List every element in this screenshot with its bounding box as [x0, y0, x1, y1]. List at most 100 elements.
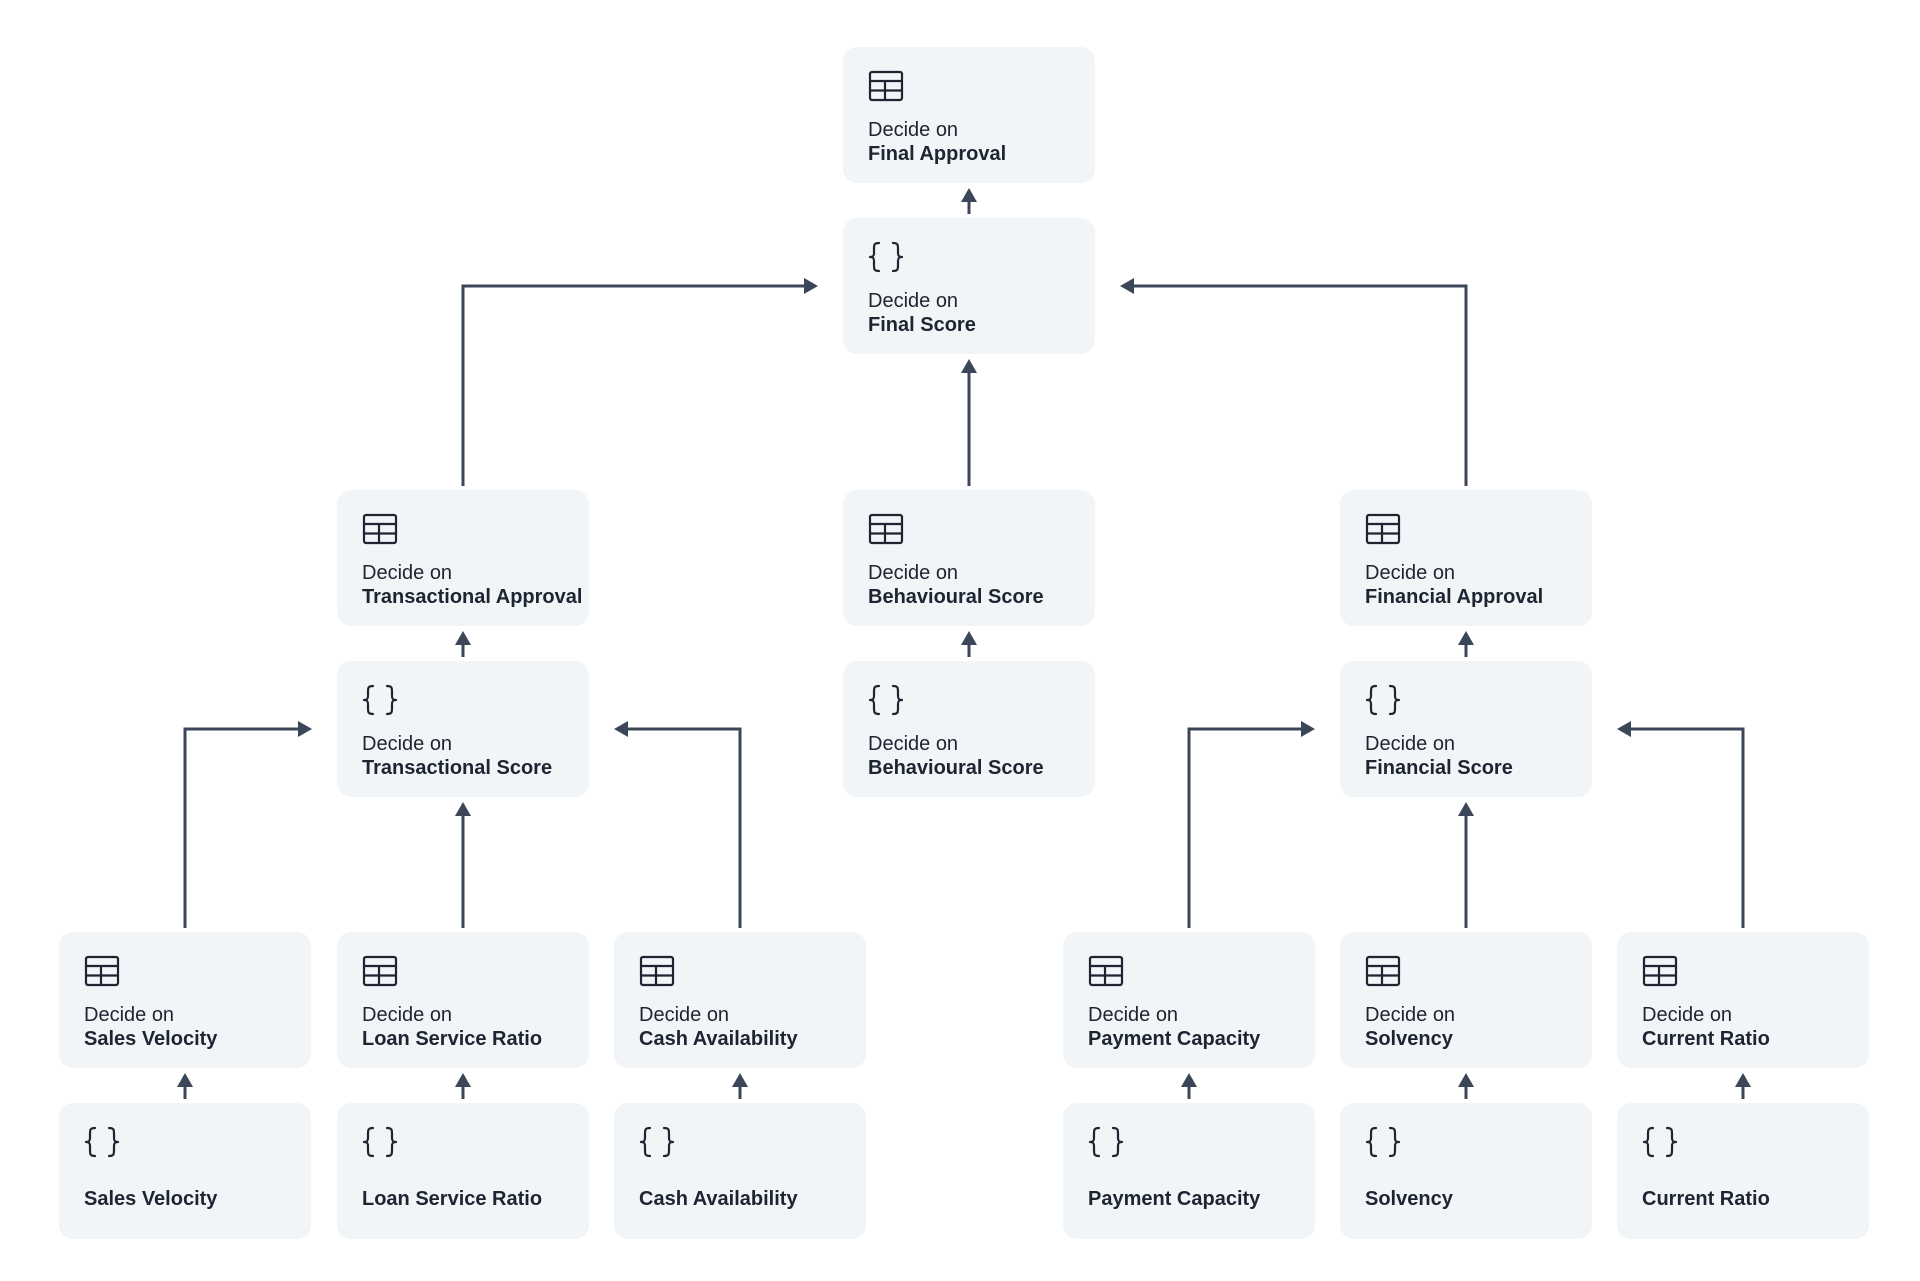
node-label: Current Ratio — [1642, 1028, 1770, 1050]
braces-icon — [868, 240, 904, 274]
braces-icon — [362, 1125, 398, 1159]
table-icon — [868, 69, 904, 103]
node-solvency[interactable]: Solvency — [1340, 1103, 1592, 1239]
edge-cash-availability-to-cash-availability-table-arrowhead — [732, 1073, 748, 1087]
edge-behavioural-score-table-to-final-score-arrowhead — [961, 359, 977, 373]
node-label: Loan Service Ratio — [362, 1028, 543, 1050]
table-icon — [1642, 954, 1678, 988]
node-cash-availability[interactable]: Cash Availability — [614, 1103, 866, 1239]
table-icon — [1365, 512, 1401, 546]
node-label: Behavioural Score — [868, 586, 1044, 608]
node-label: Current Ratio — [1642, 1188, 1770, 1210]
edge-final-score-to-final-approval-arrowhead — [961, 188, 977, 202]
edge-current-ratio-to-current-ratio-table-arrowhead — [1735, 1073, 1751, 1087]
table-icon — [362, 512, 398, 546]
braces-icon — [1088, 1125, 1124, 1159]
edge-current-ratio-table-to-financial-score — [1629, 727, 1745, 928]
edge-solvency-to-solvency-table-arrowhead — [1458, 1073, 1474, 1087]
edge-cash-availability-table-to-transactional-score-arrowhead — [614, 721, 628, 737]
node-prefix: Decide on — [868, 119, 959, 141]
table-icon — [84, 954, 120, 988]
table-icon — [1365, 954, 1401, 988]
table-icon — [1088, 954, 1124, 988]
table-icon — [639, 954, 675, 988]
braces-icon — [1642, 1125, 1678, 1159]
node-label: Transactional Approval — [362, 586, 583, 608]
node-label: Cash Availability — [639, 1188, 798, 1210]
node-prefix: Decide on — [1365, 562, 1456, 584]
edge-payment-capacity-table-to-financial-score-arrowhead — [1301, 721, 1315, 737]
node-label: Solvency — [1365, 1188, 1453, 1210]
edge-financial-approval-to-final-score-arrowhead — [1120, 278, 1134, 294]
node-prefix: Decide on — [362, 1004, 453, 1026]
edge-sales-velocity-to-sales-velocity-table-arrowhead — [177, 1073, 193, 1087]
edge-transactional-approval-to-final-score — [461, 284, 806, 486]
node-prefix: Decide on — [362, 733, 453, 755]
node-label: Cash Availability — [639, 1028, 798, 1050]
braces-icon — [868, 683, 904, 717]
node-prefix: Decide on — [1365, 733, 1456, 755]
node-loan-service-ratio[interactable]: Loan Service Ratio — [337, 1103, 589, 1239]
edge-cash-availability-table-to-transactional-score — [626, 727, 742, 928]
node-prefix: Decide on — [639, 1004, 730, 1026]
node-label: Financial Score — [1365, 757, 1513, 779]
node-label: Sales Velocity — [84, 1188, 218, 1210]
node-prefix: Decide on — [84, 1004, 175, 1026]
node-prefix: Decide on — [1365, 1004, 1456, 1026]
edge-payment-capacity-table-to-financial-score — [1187, 727, 1303, 928]
table-icon — [362, 954, 398, 988]
node-label: Final Approval — [868, 143, 1007, 165]
edge-sales-velocity-table-to-transactional-score-arrowhead — [298, 721, 312, 737]
node-sales-velocity[interactable]: Sales Velocity — [59, 1103, 311, 1239]
node-prefix: Decide on — [362, 562, 453, 584]
node-label: Loan Service Ratio — [362, 1188, 543, 1210]
node-label: Payment Capacity — [1088, 1188, 1261, 1210]
edge-financial-approval-to-final-score — [1132, 284, 1468, 486]
node-label: Final Score — [868, 314, 976, 336]
braces-icon — [1365, 683, 1401, 717]
edge-solvency-table-to-financial-score-arrowhead — [1458, 802, 1474, 816]
edge-behavioural-score-rule-to-behavioural-score-table-arrowhead — [961, 631, 977, 645]
node-label: Transactional Score — [362, 757, 553, 779]
edge-loan-service-ratio-to-loan-service-ratio-table-arrowhead — [455, 1073, 471, 1087]
node-prefix: Decide on — [868, 290, 959, 312]
table-icon — [868, 512, 904, 546]
node-label: Sales Velocity — [84, 1028, 218, 1050]
node-prefix: Decide on — [868, 562, 959, 584]
node-label: Solvency — [1365, 1028, 1453, 1050]
edge-transactional-score-to-transactional-approval-arrowhead — [455, 631, 471, 645]
node-prefix: Decide on — [1088, 1004, 1179, 1026]
node-prefix: Decide on — [868, 733, 959, 755]
node-label: Financial Approval — [1365, 586, 1544, 608]
edge-payment-capacity-to-payment-capacity-table-arrowhead — [1181, 1073, 1197, 1087]
node-payment-capacity[interactable]: Payment Capacity — [1063, 1103, 1315, 1239]
edge-transactional-approval-to-final-score-arrowhead — [804, 278, 818, 294]
node-label: Behavioural Score — [868, 757, 1044, 779]
node-prefix: Decide on — [1642, 1004, 1733, 1026]
edge-financial-score-to-financial-approval-arrowhead — [1458, 631, 1474, 645]
braces-icon — [1365, 1125, 1401, 1159]
edge-current-ratio-table-to-financial-score-arrowhead — [1617, 721, 1631, 737]
node-label: Payment Capacity — [1088, 1028, 1261, 1050]
edge-loan-service-ratio-table-to-transactional-score-arrowhead — [455, 802, 471, 816]
braces-icon — [362, 683, 398, 717]
edge-sales-velocity-table-to-transactional-score — [183, 727, 300, 928]
braces-icon — [639, 1125, 675, 1159]
node-current-ratio[interactable]: Current Ratio — [1617, 1103, 1869, 1239]
